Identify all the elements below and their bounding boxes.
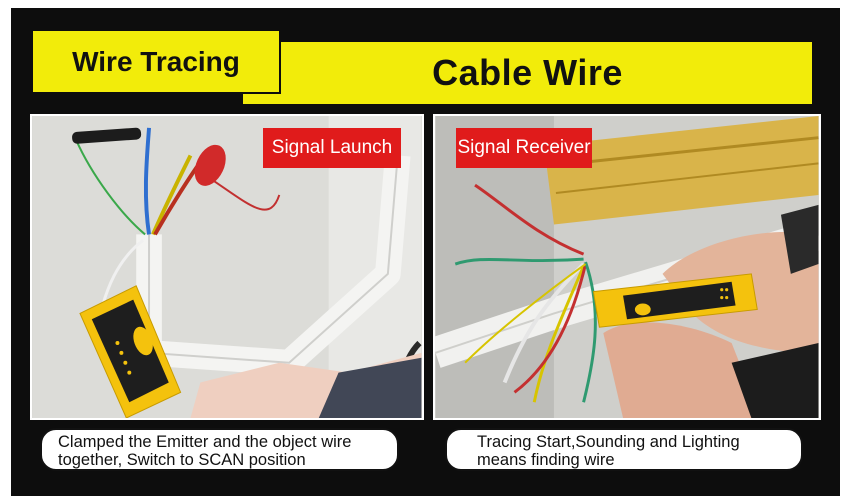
receiver-device-icon bbox=[592, 273, 758, 328]
caption-signal-receiver: Tracing Start,Sounding and Lighting mean… bbox=[445, 428, 803, 471]
caption-line: Clamped the Emitter and the object wire bbox=[58, 433, 352, 451]
caption-line: together, Switch to SCAN position bbox=[58, 451, 306, 469]
signal-launch-label: Signal Launch bbox=[263, 128, 401, 168]
caption-line: means finding wire bbox=[477, 451, 615, 469]
page-title: Cable Wire bbox=[432, 52, 623, 93]
header-banner bbox=[243, 42, 812, 104]
photo-panel-signal-receiver: Signal Receiver bbox=[433, 114, 821, 420]
signal-receiver-label: Signal Receiver bbox=[456, 128, 592, 168]
caption-signal-launch: Clamped the Emitter and the object wire … bbox=[40, 428, 399, 471]
section-tag: Wire Tracing bbox=[33, 31, 279, 92]
emitter-device-icon bbox=[79, 285, 182, 418]
photo-panel-signal-launch: Signal Launch bbox=[30, 114, 424, 420]
caption-line: Tracing Start,Sounding and Lighting bbox=[477, 433, 740, 451]
